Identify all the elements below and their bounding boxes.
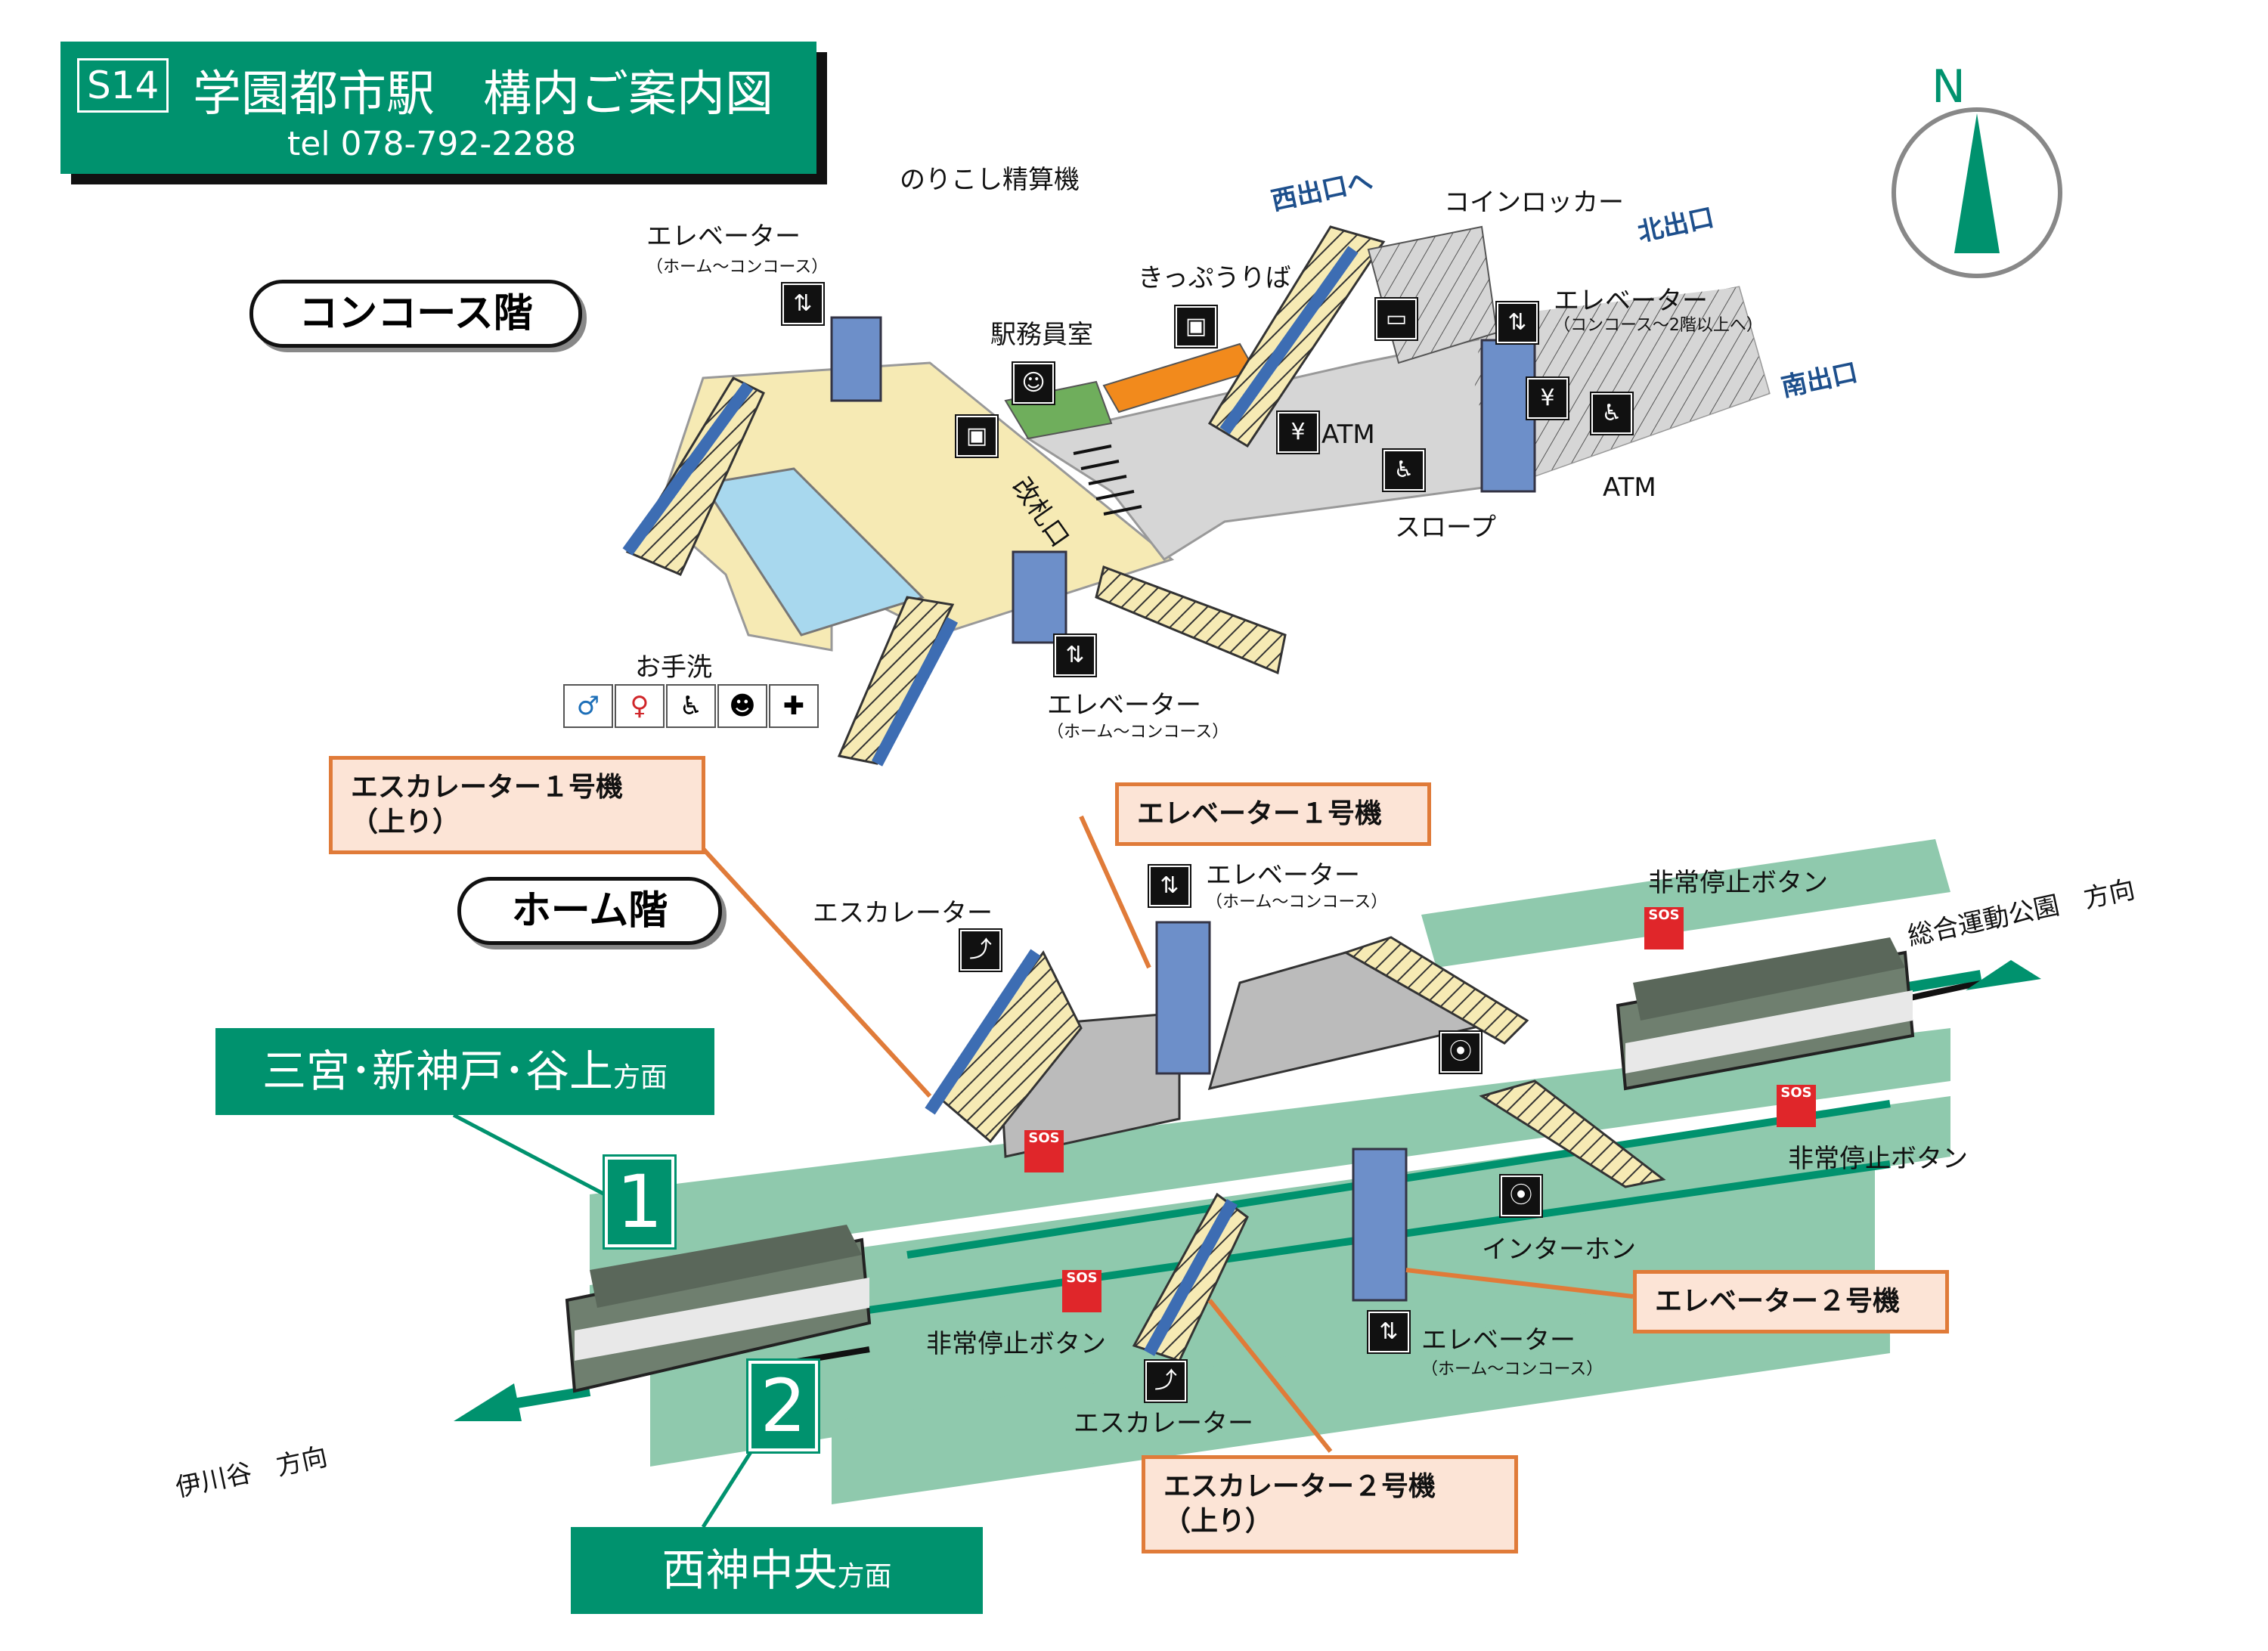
elevator-icon: ⇅ xyxy=(782,283,823,324)
phone-number: tel 078-792-2288 xyxy=(287,125,577,163)
wheelchair-icon: ♿ xyxy=(1591,393,1632,434)
elevator-top-label: エレベーター xyxy=(646,221,801,252)
emergency-button-label-1: 非常停止ボタン xyxy=(1648,868,1828,898)
intercom-icon: ⦿ xyxy=(1440,1032,1481,1073)
track-1-number: 1 xyxy=(605,1157,674,1247)
sos-icon: SOS xyxy=(1777,1085,1816,1127)
ticket-machine-icon: ▣ xyxy=(956,416,997,457)
atm-label-2: ATM xyxy=(1603,472,1656,503)
ostomate-icon: ✚ xyxy=(769,684,819,728)
ticket-machine-icon: ▣ xyxy=(1176,306,1216,347)
toilet-accessible-icon: ♿ xyxy=(666,684,716,728)
fare-adjust-label: のりこし精算機 xyxy=(900,165,1080,195)
platform-elevator-bottom-label: エレベーター xyxy=(1421,1325,1576,1355)
emergency-button-label-3: 非常停止ボタン xyxy=(926,1329,1106,1359)
escalator-top-label: エスカレーター xyxy=(813,898,993,928)
escalator-1-callout: エスカレーター１号機 （上り） xyxy=(329,756,705,854)
staff-icon: ☺ xyxy=(1013,363,1054,404)
atm-label-1: ATM xyxy=(1321,420,1375,450)
platform-elevator-top-sublabel: （ホーム～コンコース） xyxy=(1206,893,1388,912)
escalator-bottom-label: エスカレーター xyxy=(1074,1408,1253,1439)
elevator-icon: ⇅ xyxy=(1497,302,1538,343)
elevator-2-callout: エレベーター２号機 xyxy=(1633,1270,1949,1334)
baby-icon: ☻ xyxy=(717,684,767,728)
title-banner: S14 学園都市駅 構内ご案内図 tel 078-792-2288 xyxy=(60,42,816,174)
locker-icon: ▭ xyxy=(1376,299,1417,339)
sos-icon: SOS xyxy=(1024,1130,1064,1172)
sos-icon: SOS xyxy=(1062,1270,1101,1312)
concourse-floor-label: コンコース階 xyxy=(249,280,582,348)
page-title: 学園都市駅 構内ご案内図 xyxy=(193,67,773,122)
intercom-icon: ⦿ xyxy=(1501,1176,1541,1216)
platform-floor xyxy=(452,815,2041,1529)
elevator-1-callout: エレベーター１号機 xyxy=(1115,782,1431,846)
elevator-icon: ⇅ xyxy=(1149,866,1190,906)
ticket-counter-label: きっぷうりば xyxy=(1138,263,1291,293)
platform-elevator-bottom-sublabel: （ホーム～コンコース） xyxy=(1421,1360,1603,1379)
concourse-floor xyxy=(622,225,1771,767)
arrow-icon xyxy=(1966,960,2041,990)
track-2-destination: 西神中央方面 xyxy=(571,1527,983,1614)
emergency-button-label-2: 非常停止ボタン xyxy=(1788,1144,1968,1174)
escalator-1-direction: （上り） xyxy=(351,807,460,838)
track-2-number: 2 xyxy=(748,1361,818,1451)
toilet-male-icon: ♂ xyxy=(563,684,613,728)
platform-floor-label: ホーム階 xyxy=(457,877,722,945)
escalator-icon: ⤴ xyxy=(1145,1361,1186,1402)
intercom-label: インターホン xyxy=(1482,1234,1636,1265)
wheelchair-icon: ♿ xyxy=(1383,450,1424,491)
atm-icon: ¥ xyxy=(1527,378,1568,419)
track-1-destination: 三宮･新神戸･谷上方面 xyxy=(215,1028,714,1115)
track-2-destination-suffix: 方面 xyxy=(837,1561,892,1592)
restroom-label: お手洗 xyxy=(635,652,712,683)
station-code-badge: S14 xyxy=(77,58,169,113)
escalator-2-direction: （上り） xyxy=(1163,1506,1273,1537)
compass-icon xyxy=(1892,107,2062,278)
train-icon xyxy=(565,1225,872,1393)
elevator-right-sublabel: （コンコース～2階以上へ） xyxy=(1554,316,1763,335)
elevator-icon: ⇅ xyxy=(1368,1312,1409,1352)
toilet-female-icon: ♀ xyxy=(615,684,665,728)
track-1-destination-suffix: 方面 xyxy=(613,1062,668,1093)
elevator-icon: ⇅ xyxy=(1055,635,1095,676)
elevator-top-sublabel: （ホーム～コンコース） xyxy=(646,258,829,277)
escalator-icon: ⤴ xyxy=(960,930,1001,971)
coin-locker-label: コインロッカー xyxy=(1444,187,1624,218)
station-office-label: 駅務員室 xyxy=(990,320,1093,350)
platform-elevator-top-label: エレベーター xyxy=(1206,860,1360,891)
atm-icon: ¥ xyxy=(1278,412,1318,453)
escalator-2-title: エスカレーター２号機 xyxy=(1163,1471,1436,1502)
track-1-destination-name: 三宮･新神戸･谷上 xyxy=(262,1045,613,1097)
train-icon xyxy=(1616,937,1915,1091)
track-2-destination-name: 西神中央 xyxy=(662,1544,838,1596)
escalator-1-title: エスカレーター１号機 xyxy=(351,772,624,803)
arrow-icon xyxy=(454,1383,522,1421)
elevator-right-label: エレベーター xyxy=(1554,286,1708,316)
elevator-bottom-label: エレベーター xyxy=(1047,690,1201,720)
escalator-2-callout: エスカレーター２号機 （上り） xyxy=(1142,1455,1518,1553)
elevator-bottom-sublabel: （ホーム～コンコース） xyxy=(1047,723,1229,742)
compass-north-label: N xyxy=(1932,60,1966,113)
slope-label: スロープ xyxy=(1395,513,1496,543)
sos-icon: SOS xyxy=(1644,907,1684,949)
